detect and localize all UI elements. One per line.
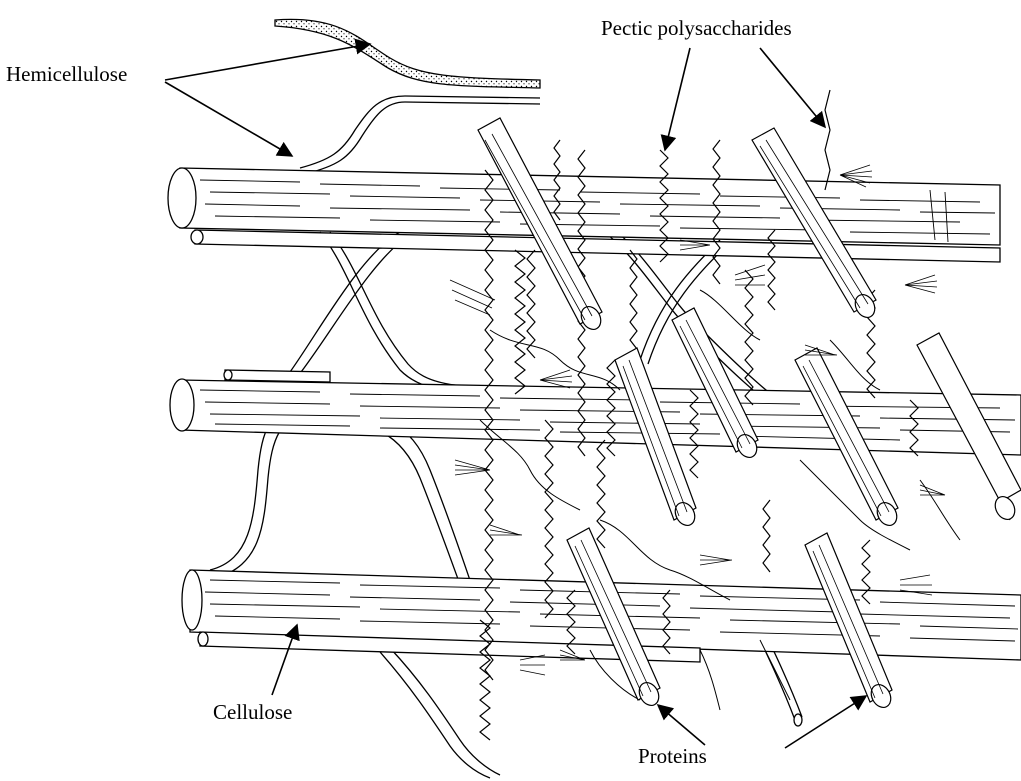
cellulose-fibril-top xyxy=(168,168,1000,262)
arrow-proteins-1 xyxy=(658,705,705,745)
label-proteins: Proteins xyxy=(638,746,707,767)
arrow-hemicellulose-1 xyxy=(165,44,370,80)
arrow-hemicellulose-2 xyxy=(165,82,292,156)
arrow-pectic-1 xyxy=(665,48,690,150)
cellulose-fibril-middle xyxy=(170,370,1021,455)
label-hemicellulose: Hemicellulose xyxy=(6,64,127,85)
label-cellulose: Cellulose xyxy=(213,702,292,723)
arrow-pectic-2 xyxy=(760,48,825,127)
label-pectic-polysaccharides: Pectic polysaccharides xyxy=(601,18,792,39)
